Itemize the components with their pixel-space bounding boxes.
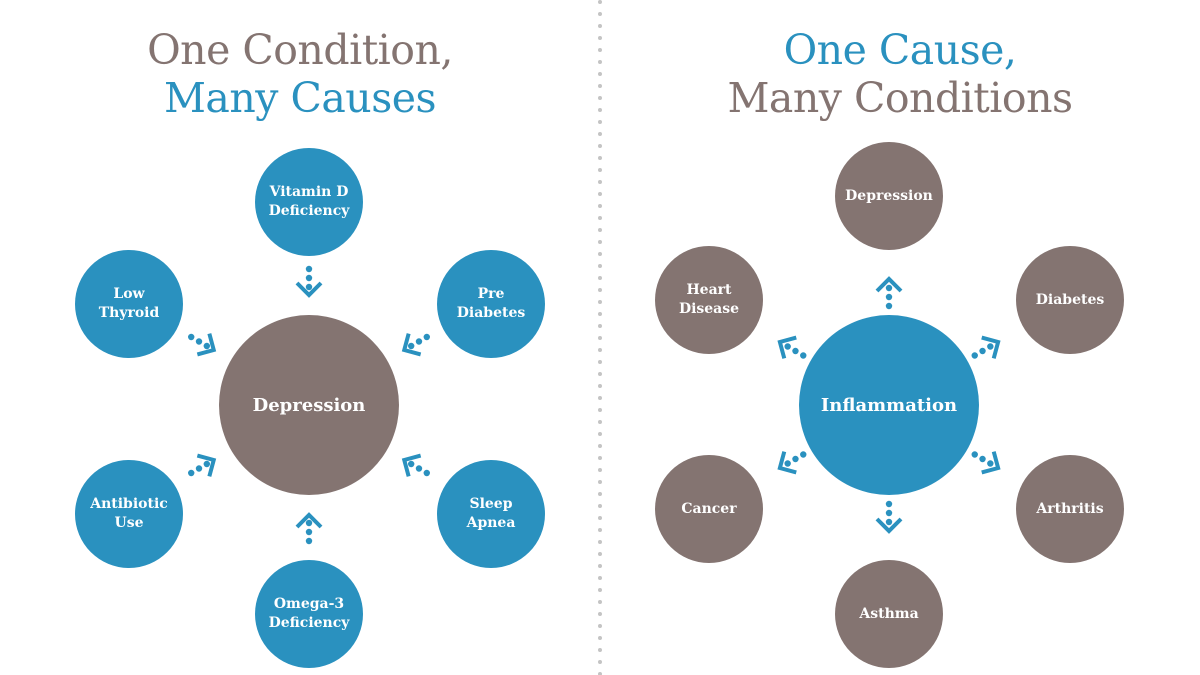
arrow-dot [305, 265, 313, 273]
arrow-low-thyroid [188, 333, 217, 357]
center-node-inflammation: Inflammation [799, 315, 979, 495]
arrow-head-inward-icon [295, 512, 323, 529]
arrow-dot [407, 342, 415, 350]
node-label: Asthma [859, 605, 919, 622]
arrow-dot [800, 352, 807, 359]
arrow-dot [971, 352, 978, 359]
arrow-dot [188, 469, 195, 477]
arrow-head-inward-icon [295, 281, 323, 298]
cause-node-antibiotic-use: Antibiotic Use [75, 460, 183, 568]
right-title-line2: Many Conditions [727, 74, 1073, 122]
arrow-dot [415, 338, 423, 345]
node-label: Heart Disease [678, 282, 740, 317]
arrow-dot [792, 455, 799, 463]
node-label: Cancer [681, 500, 737, 517]
arrow-dot [784, 460, 791, 467]
arrow-dot [203, 460, 211, 468]
arrow-head-outward-icon [981, 451, 1001, 475]
node-label: Sleep Apnea [466, 496, 516, 531]
arrow-dot [784, 343, 791, 350]
arrow-head-outward-icon [981, 335, 1001, 359]
arrow-dot [188, 333, 195, 341]
center-node-label: Inflammation [820, 394, 958, 416]
left-title-line1: One Condition, [147, 26, 453, 74]
arrow-asthma [875, 500, 903, 534]
condition-node-depression: Depression [835, 142, 943, 250]
arrow-dot [195, 338, 203, 345]
panel-one-cause-many-conditions: One Cause, Many Conditions Inflammation … [600, 0, 1200, 675]
arrow-antibiotic-use [188, 453, 217, 477]
node-label: Vitamin D Deficiency [268, 184, 350, 219]
node-label: Depression [845, 187, 933, 204]
arrow-dot [971, 451, 978, 458]
arrow-head-outward-icon [777, 451, 797, 475]
arrow-dot [885, 500, 893, 508]
arrow-arthritis [971, 451, 1001, 475]
arrow-dot [305, 283, 313, 291]
arrow-vitamin-d [295, 265, 323, 298]
arrow-head-inward-icon [401, 333, 422, 357]
arrow-heart-disease [777, 335, 807, 359]
arrow-dot [305, 274, 313, 282]
arrow-head-inward-icon [196, 333, 217, 357]
arrow-dot [885, 509, 893, 517]
panel-one-condition-many-causes: One Condition, Many Causes Depression Vi… [0, 26, 600, 668]
node-label: Antibiotic Use [90, 496, 168, 531]
arrow-depression [875, 276, 903, 310]
arrow-dot [423, 469, 430, 477]
arrow-dot [987, 460, 994, 467]
arrow-pre-diabetes [401, 333, 430, 357]
cause-node-pre-diabetes: Pre Diabetes [437, 250, 545, 358]
arrow-dot [203, 342, 211, 350]
condition-node-diabetes: Diabetes [1016, 246, 1124, 354]
arrow-head-outward-icon [875, 276, 903, 293]
arrow-head-outward-icon [875, 517, 903, 534]
arrow-diabetes [971, 335, 1001, 359]
condition-node-arthritis: Arthritis [1016, 455, 1124, 563]
arrow-dot [800, 451, 807, 458]
arrow-head-inward-icon [196, 453, 217, 477]
node-label: Arthritis [1036, 500, 1104, 517]
condition-node-asthma: Asthma [835, 560, 943, 668]
condition-node-cancer: Cancer [655, 455, 763, 563]
node-label: Pre Diabetes [456, 286, 526, 321]
arrow-dot [979, 347, 986, 355]
arrow-cancer [777, 451, 807, 475]
arrow-dot [792, 347, 799, 355]
arrow-dot [885, 518, 893, 526]
arrow-dot [305, 519, 313, 527]
arrow-dot [305, 528, 313, 536]
arrow-dot [195, 465, 203, 472]
left-title-line2: Many Causes [163, 74, 437, 122]
node-label: Low Thyroid [98, 286, 160, 321]
right-title-line1: One Cause, [783, 26, 1017, 74]
arrow-dot [987, 343, 994, 350]
arrow-dot [407, 460, 415, 468]
node-label: Omega-3 Deficiency [268, 596, 350, 631]
cause-node-omega-3: Omega-3 Deficiency [255, 560, 363, 668]
arrow-dot [415, 465, 423, 472]
arrow-dot [305, 537, 313, 545]
arrow-dot [885, 284, 893, 292]
cause-node-low-thyroid: Low Thyroid [75, 250, 183, 358]
arrow-dot [885, 293, 893, 301]
arrow-head-inward-icon [401, 453, 422, 477]
arrow-dot [885, 302, 893, 310]
arrow-omega-3 [295, 512, 323, 545]
panel-divider [598, 0, 602, 675]
center-node-depression: Depression [219, 315, 399, 495]
center-node-label: Depression [252, 394, 366, 416]
condition-node-heart-disease: Heart Disease [655, 246, 763, 354]
arrow-dot [423, 333, 430, 341]
node-label: Diabetes [1035, 291, 1105, 308]
right-title: One Cause, Many Conditions [600, 26, 1200, 122]
arrow-dot [979, 455, 986, 463]
left-title: One Condition, Many Causes [0, 26, 600, 122]
cause-node-sleep-apnea: Sleep Apnea [437, 460, 545, 568]
arrow-sleep-apnea [401, 453, 430, 477]
cause-node-vitamin-d: Vitamin D Deficiency [255, 148, 363, 256]
arrow-head-outward-icon [777, 335, 797, 359]
